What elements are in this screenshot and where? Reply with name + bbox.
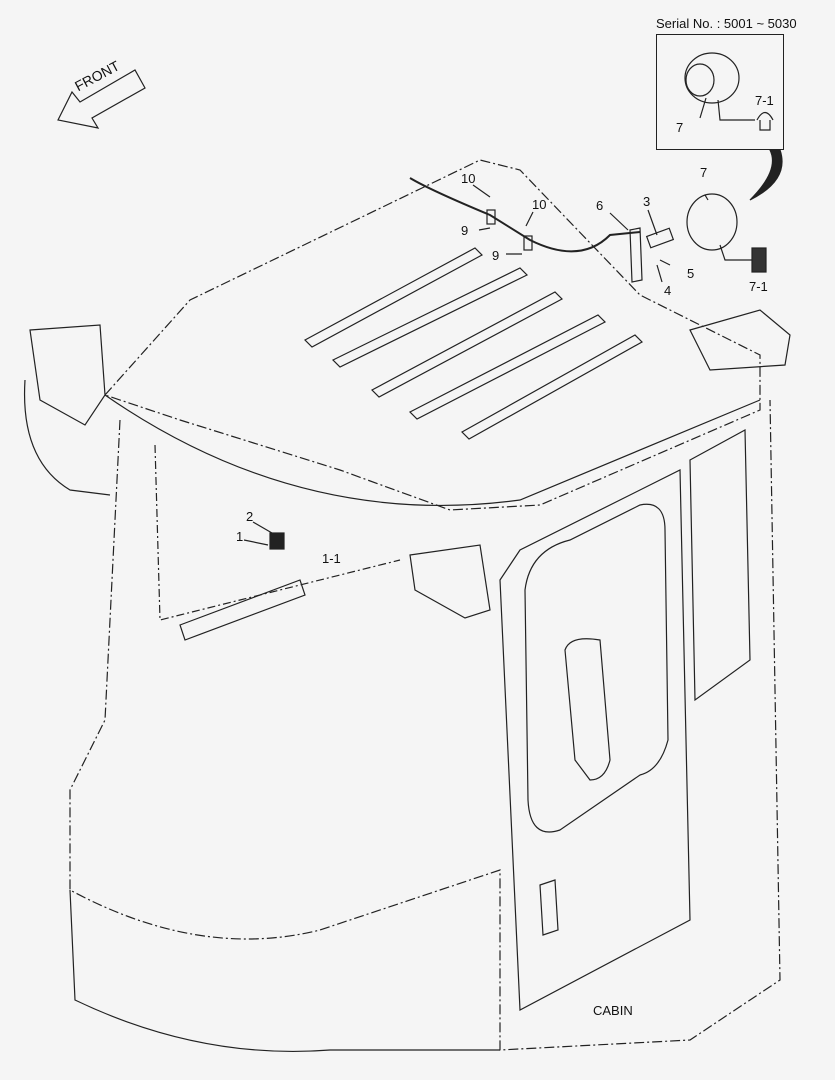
callout-9: 9 bbox=[461, 223, 469, 238]
callout-7-1-inset: 7-1 bbox=[755, 93, 774, 108]
detail-inset-box bbox=[656, 34, 784, 150]
callout-5: 5 bbox=[687, 266, 695, 281]
callout-3: 3 bbox=[643, 194, 651, 209]
inset-beacon-lamp bbox=[684, 52, 740, 104]
section-label: CABIN bbox=[593, 1003, 633, 1018]
beacon-lamp bbox=[686, 193, 738, 251]
callout-9: 9 bbox=[492, 248, 500, 263]
wire-harness bbox=[409, 177, 641, 253]
callout-10: 10 bbox=[461, 171, 476, 186]
door-frame bbox=[499, 469, 691, 1011]
door-window bbox=[524, 503, 669, 833]
inset-pointer bbox=[749, 149, 783, 201]
switch-part bbox=[269, 532, 285, 550]
callout-7-inset: 7 bbox=[676, 120, 684, 135]
callout-7-1: 7-1 bbox=[749, 279, 768, 294]
roof-edge bbox=[104, 394, 761, 507]
bracket bbox=[629, 227, 643, 283]
serial-number-label: Serial No. : 5001 ~ 5030 bbox=[656, 16, 797, 31]
roof-ribs bbox=[304, 247, 643, 440]
dash-switches bbox=[179, 579, 306, 641]
callout-1: 1 bbox=[236, 529, 244, 544]
left-mirror-arm bbox=[23, 379, 111, 496]
door-handle bbox=[539, 879, 559, 936]
callout-10: 10 bbox=[532, 197, 547, 212]
callout-4: 4 bbox=[664, 283, 672, 298]
grommet-a bbox=[486, 209, 496, 225]
front-panel bbox=[69, 889, 500, 1052]
door-mirror bbox=[564, 638, 611, 781]
roof-outline bbox=[103, 159, 761, 511]
bulb-icon bbox=[756, 111, 774, 131]
callout-2: 2 bbox=[246, 509, 254, 524]
left-mirror bbox=[29, 324, 106, 426]
callout-6: 6 bbox=[596, 198, 604, 213]
front-mirror bbox=[409, 544, 491, 619]
interior-window bbox=[154, 444, 401, 621]
connector bbox=[645, 227, 675, 249]
front-direction-arrow bbox=[57, 69, 146, 129]
side-window bbox=[689, 429, 751, 702]
bulb-part bbox=[751, 247, 767, 273]
cabin-body bbox=[69, 399, 781, 1051]
grommet-b bbox=[523, 235, 533, 251]
callout-7: 7 bbox=[700, 165, 708, 180]
right-bracket bbox=[689, 309, 791, 371]
callout-1-1: 1-1 bbox=[322, 551, 341, 566]
